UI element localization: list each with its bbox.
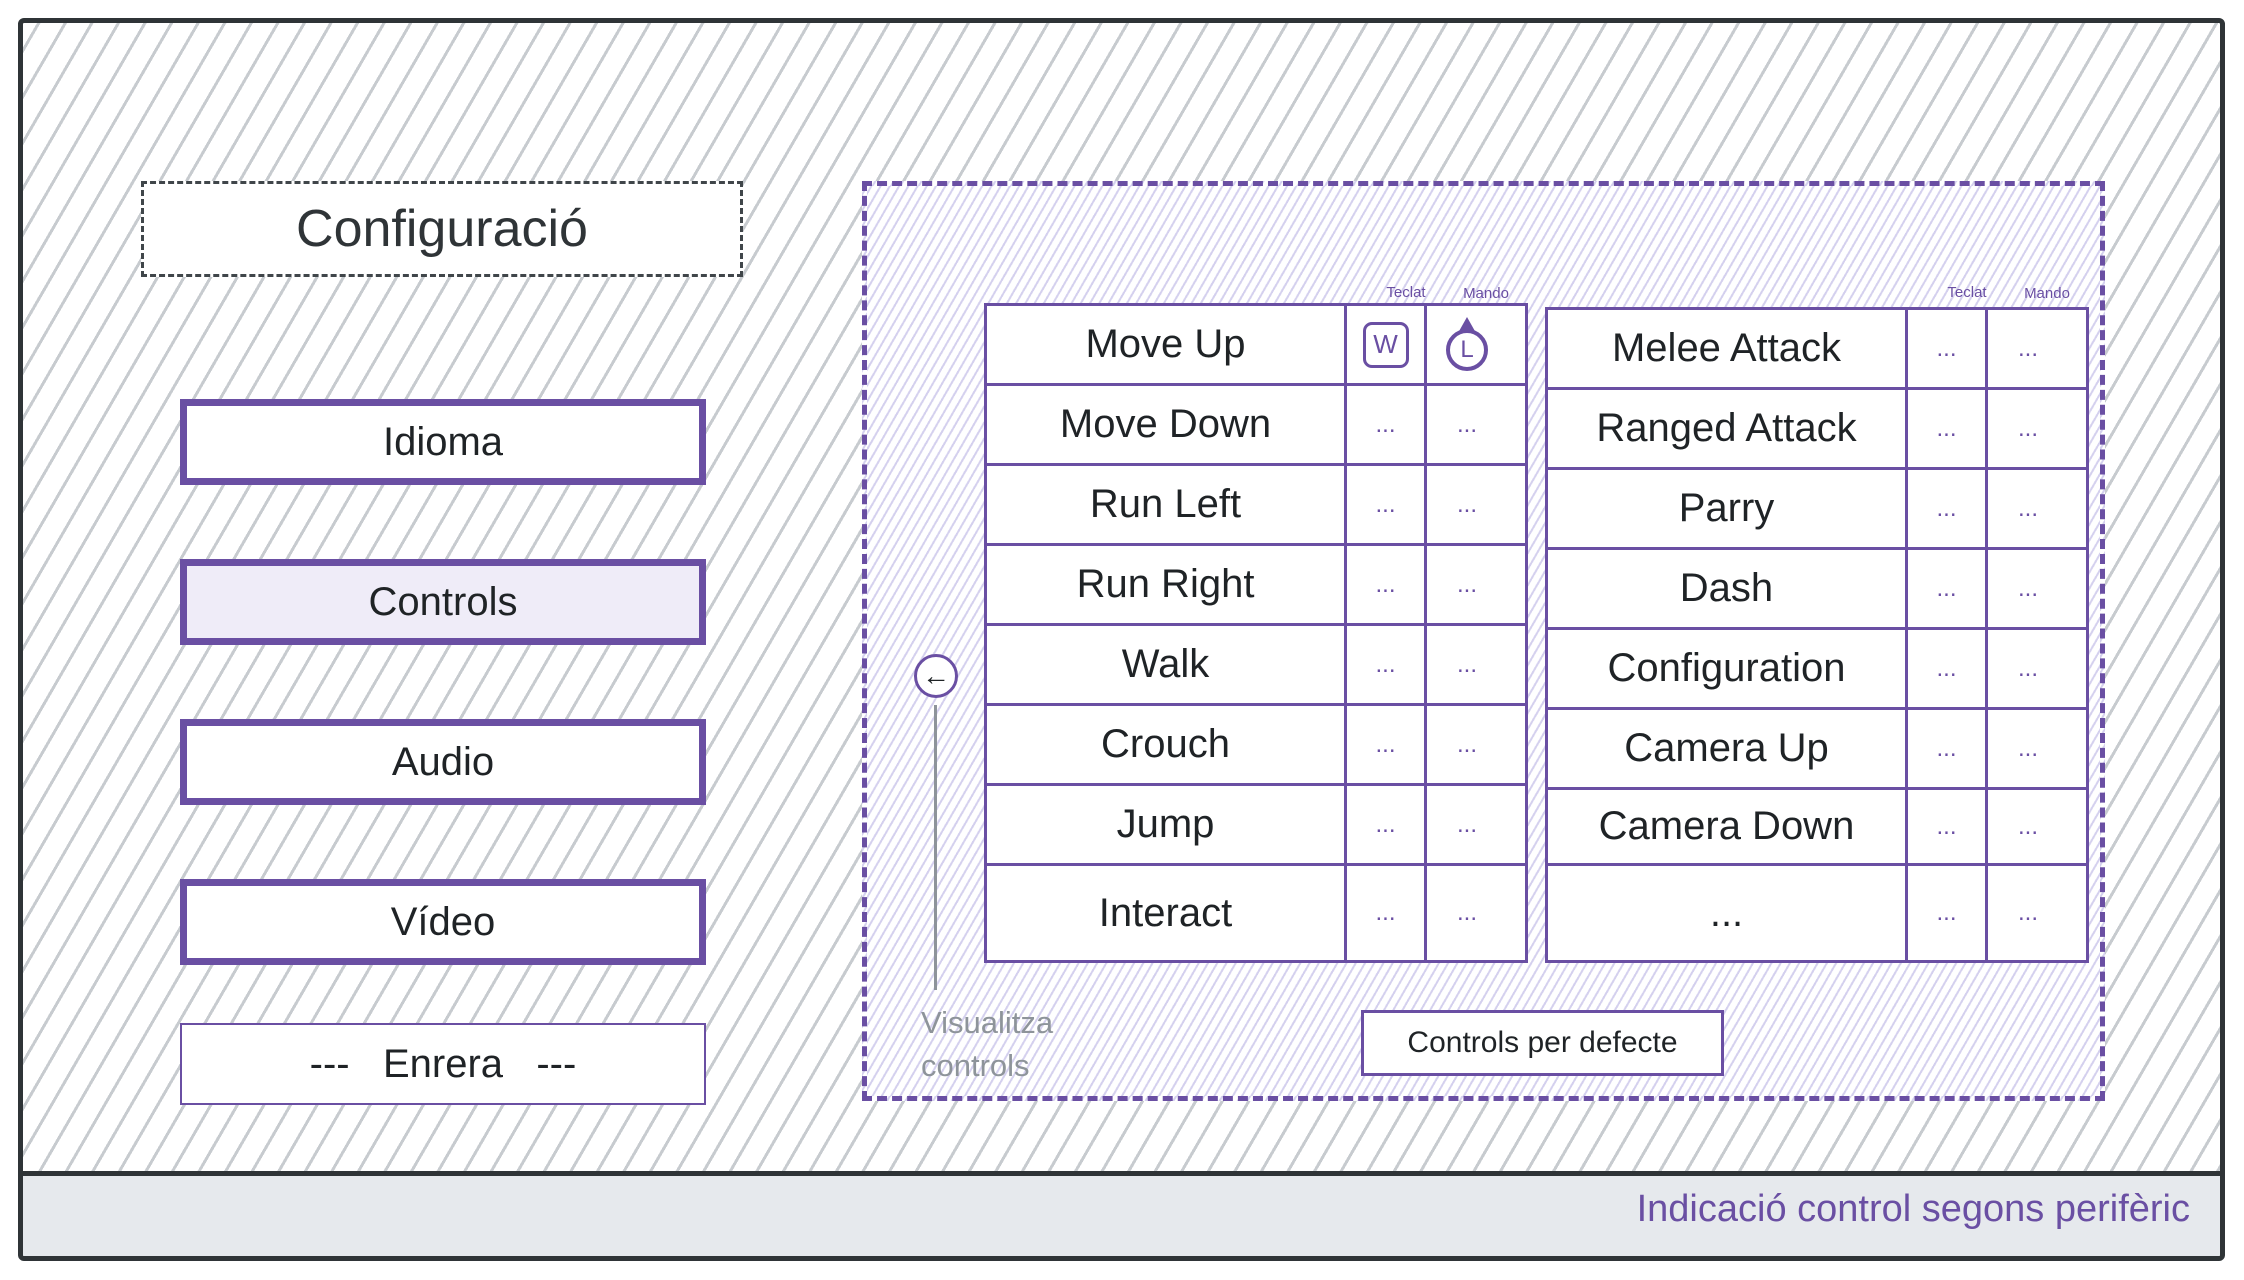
header-keyboard-right: Teclat	[1947, 284, 1987, 301]
gamepad-binding[interactable]: ...	[2017, 334, 2038, 362]
table-row: ... ... ...	[1548, 866, 2086, 960]
table-row: Camera Down ... ...	[1548, 790, 2086, 866]
action-label[interactable]: Melee Attack	[1548, 310, 1908, 387]
keyboard-binding[interactable]: ...	[1347, 866, 1427, 960]
keyboard-binding[interactable]: ...	[1347, 786, 1427, 863]
header-gamepad-right: Mando	[2024, 285, 2070, 302]
action-label[interactable]: Interact	[987, 866, 1347, 960]
gamepad-binding[interactable]: ...	[1456, 899, 1477, 926]
action-label[interactable]: Move Up	[987, 306, 1347, 383]
gamepad-binding[interactable]: ...	[1456, 730, 1477, 758]
gamepad-binding[interactable]: ...	[2017, 654, 2038, 682]
table-row: Configuration ... ...	[1548, 630, 2086, 710]
keyboard-binding[interactable]: ...	[1347, 706, 1427, 783]
toggle-track[interactable]	[934, 705, 937, 990]
table-row: Move Up W L	[987, 306, 1525, 386]
table-row: Ranged Attack ... ...	[1548, 390, 2086, 470]
table-row: Walk ... ...	[987, 626, 1525, 706]
gamepad-binding[interactable]: ...	[1456, 490, 1477, 518]
keyboard-binding[interactable]: ...	[1908, 630, 1988, 707]
action-label[interactable]: Ranged Attack	[1548, 390, 1908, 467]
keyboard-binding[interactable]: ...	[1347, 626, 1427, 703]
action-label[interactable]: Camera Down	[1548, 790, 1908, 863]
action-label[interactable]: ...	[1548, 866, 1908, 960]
screen-frame: Configuració Idioma Controls Audio Vídeo…	[18, 18, 2225, 1261]
arrow-left-icon[interactable]: ←	[914, 654, 958, 698]
gamepad-binding[interactable]: ...	[2017, 414, 2038, 442]
action-label[interactable]: Jump	[987, 786, 1347, 863]
action-label[interactable]: Parry	[1548, 470, 1908, 547]
view-controls-label: Visualitza controls	[921, 1005, 1054, 1083]
back-button[interactable]: --- Enrera ---	[180, 1023, 706, 1105]
keyboard-binding[interactable]: ...	[1347, 546, 1427, 623]
action-label[interactable]: Run Right	[987, 546, 1347, 623]
table-row: Camera Up ... ...	[1548, 710, 2086, 790]
gamepad-binding[interactable]: L	[1427, 306, 1507, 383]
table-row: Crouch ... ...	[987, 706, 1525, 786]
action-label[interactable]: Crouch	[987, 706, 1347, 783]
keyboard-binding[interactable]: ...	[1908, 866, 1988, 960]
gamepad-binding[interactable]: ...	[2017, 812, 2038, 840]
gamepad-binding[interactable]: ...	[1456, 650, 1477, 678]
controls-table-right: Melee Attack ... ... Ranged Attack ... .…	[1545, 307, 2089, 963]
table-row: Move Down ... ...	[987, 386, 1525, 466]
gamepad-binding[interactable]: ...	[2017, 494, 2038, 522]
keyboard-binding[interactable]: ...	[1347, 466, 1427, 543]
keyboard-binding[interactable]: ...	[1908, 550, 1988, 627]
header-gamepad-left: Mando	[1463, 285, 1509, 302]
table-row: Run Right ... ...	[987, 546, 1525, 626]
table-row: Parry ... ...	[1548, 470, 2086, 550]
action-label[interactable]: Walk	[987, 626, 1347, 703]
footer-caption: Indicació control segons perifèric	[1636, 1188, 2190, 1230]
table-row: Run Left ... ...	[987, 466, 1525, 546]
action-label[interactable]: Camera Up	[1548, 710, 1908, 787]
controls-table-left: Move Up W L Move Down ... ... Run Left .…	[984, 303, 1528, 963]
page-title: Configuració	[141, 181, 743, 277]
gamepad-binding[interactable]: ...	[1456, 810, 1477, 838]
gamepad-binding[interactable]: ...	[1456, 570, 1477, 598]
table-row: Dash ... ...	[1548, 550, 2086, 630]
header-keyboard-left: Teclat	[1386, 284, 1426, 301]
gamepad-binding[interactable]: ...	[1456, 410, 1477, 438]
action-label[interactable]: Run Left	[987, 466, 1347, 543]
left-stick-up-icon: L	[1446, 328, 1488, 371]
keyboard-binding[interactable]: ...	[1908, 470, 1988, 547]
menu-button-idioma[interactable]: Idioma	[180, 399, 706, 485]
keyboard-binding[interactable]: ...	[1908, 790, 1988, 863]
keyboard-binding[interactable]: ...	[1908, 310, 1988, 387]
table-row: Melee Attack ... ...	[1548, 310, 2086, 390]
action-label[interactable]: Move Down	[987, 386, 1347, 463]
menu-button-audio[interactable]: Audio	[180, 719, 706, 805]
action-label[interactable]: Dash	[1548, 550, 1908, 627]
menu-button-controls[interactable]: Controls	[180, 559, 706, 645]
action-label[interactable]: Configuration	[1548, 630, 1908, 707]
footer-bar: Indicació control segons perifèric	[23, 1171, 2220, 1256]
gamepad-binding[interactable]: ...	[2017, 574, 2038, 602]
gamepad-binding[interactable]: ...	[2017, 899, 2038, 926]
table-row: Jump ... ...	[987, 786, 1525, 866]
gamepad-binding[interactable]: ...	[2017, 734, 2038, 762]
keyboard-binding[interactable]: W	[1347, 306, 1427, 383]
keyboard-binding[interactable]: ...	[1908, 710, 1988, 787]
default-controls-button[interactable]: Controls per defecte	[1361, 1010, 1724, 1076]
keyboard-binding[interactable]: ...	[1347, 386, 1427, 463]
menu-button-video[interactable]: Vídeo	[180, 879, 706, 965]
keyboard-w-key-icon: W	[1362, 321, 1409, 368]
keyboard-binding[interactable]: ...	[1908, 390, 1988, 467]
table-row: Interact ... ...	[987, 866, 1525, 960]
